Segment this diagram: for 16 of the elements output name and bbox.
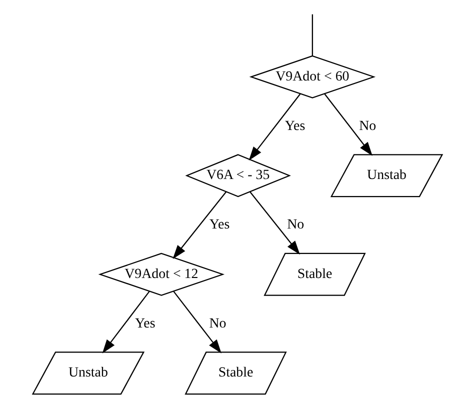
edge-label: No — [208, 316, 226, 332]
edge-label: Yes — [134, 316, 155, 332]
edge-label: Yes — [284, 118, 305, 134]
node-diamond: V9Adot < 60 — [248, 55, 376, 98]
arrow — [248, 94, 300, 161]
arrow — [249, 191, 300, 255]
arrow — [102, 291, 150, 354]
node-diamond: V6A < - 35 — [184, 154, 290, 198]
node-diamond: V9Adot < 12 — [98, 252, 224, 296]
arrow — [324, 94, 372, 156]
connector — [311, 14, 313, 56]
edge-label: No — [286, 218, 304, 233]
edge-label: Yes — [208, 218, 230, 233]
edge-label: No — [358, 118, 376, 134]
arrow — [172, 191, 226, 259]
arrow — [172, 291, 221, 354]
